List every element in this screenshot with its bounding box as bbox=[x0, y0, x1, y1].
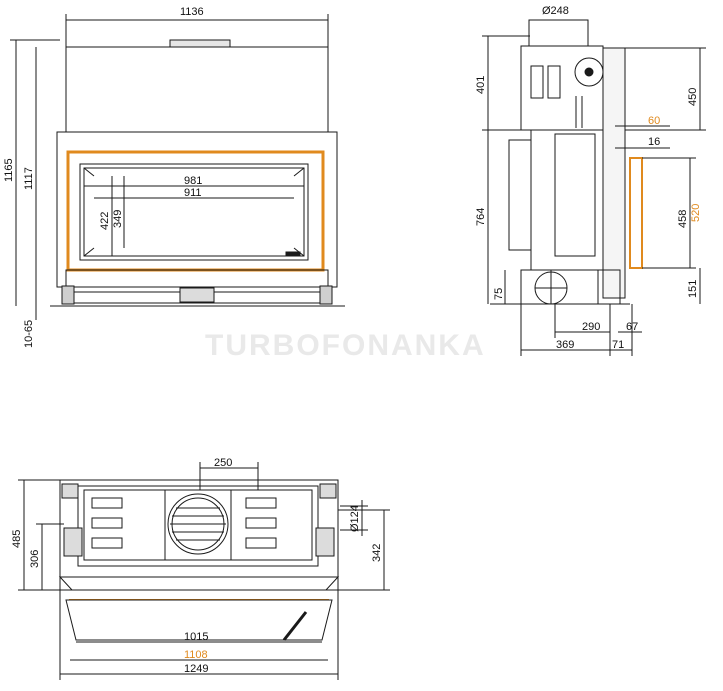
side-offset-orange: 60 bbox=[648, 115, 660, 127]
side-view bbox=[482, 19, 706, 356]
front-height-feet: 10-65 bbox=[23, 320, 35, 348]
top-depth-inner: 306 bbox=[29, 550, 41, 568]
front-height-body: 1117 bbox=[23, 167, 35, 190]
side-depth-c: 369 bbox=[556, 339, 574, 351]
watermark-text: TURBOFONANKA bbox=[205, 329, 486, 362]
side-base-height: 75 bbox=[493, 288, 505, 300]
side-door-height: 458 bbox=[677, 210, 689, 228]
side-depth-a: 290 bbox=[582, 321, 600, 333]
front-view bbox=[10, 14, 345, 320]
top-flue-width: 250 bbox=[214, 457, 232, 469]
side-offset: 16 bbox=[648, 136, 660, 148]
top-width-total: 1249 bbox=[184, 663, 208, 675]
top-depth-total: 485 bbox=[11, 530, 23, 548]
top-view bbox=[18, 462, 390, 680]
side-body-height: 764 bbox=[475, 208, 487, 226]
side-bottom-right: 151 bbox=[687, 280, 699, 298]
top-width-orange: 1108 bbox=[184, 649, 208, 661]
glass-width-outer: 981 bbox=[184, 175, 202, 187]
side-door-height-orange: 520 bbox=[690, 204, 702, 222]
top-inlet-diameter: Ø124 bbox=[349, 505, 361, 532]
side-depth-b: 67 bbox=[626, 321, 638, 333]
front-width-total: 1136 bbox=[180, 6, 204, 18]
glass-height-inner: 349 bbox=[112, 210, 124, 228]
top-depth-right: 342 bbox=[371, 544, 383, 562]
glass-height-outer: 422 bbox=[99, 212, 111, 230]
side-depth-d: 71 bbox=[612, 339, 624, 351]
side-upper-right: 450 bbox=[687, 88, 699, 106]
front-height-total: 1165 bbox=[3, 158, 15, 182]
glass-width-inner: 911 bbox=[184, 187, 202, 199]
side-top-height: 401 bbox=[475, 76, 487, 94]
top-width-a: 1015 bbox=[184, 631, 208, 643]
flue-diameter: Ø248 bbox=[542, 5, 569, 17]
